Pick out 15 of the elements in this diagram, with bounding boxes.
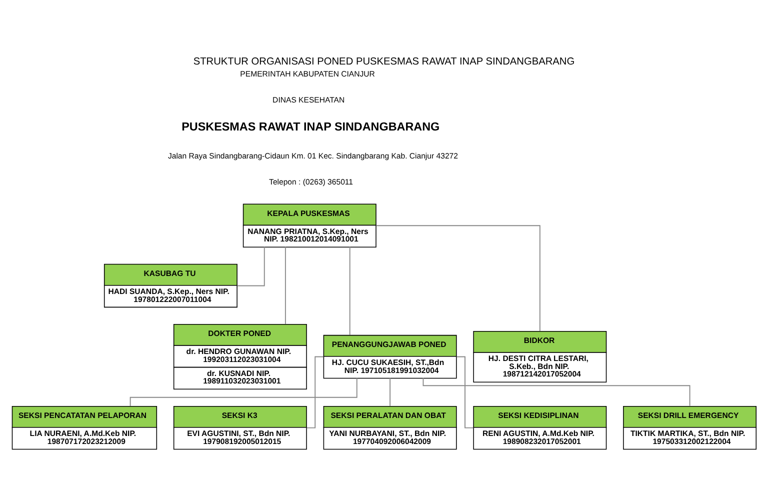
label: Jalan Raya Sindangbarang-Cidaun Km. 01 Kec. Sindangbarang Kab. Cianjur 43272 [168,151,458,160]
connector [349,246,350,335]
label: DINAS KESEHATAN [272,94,345,104]
diagram-title: STRUKTUR ORGANISASI PONED PUSKESMAS RAWAT INAP SINDANGBARANG [193,56,575,67]
connector [284,246,286,324]
connector [130,377,358,406]
connector [306,356,324,428]
connector [422,377,690,406]
connector [236,246,265,286]
connector [390,377,391,406]
connector [376,224,540,331]
label: Telepon : (0263) 365011 [269,176,354,186]
label: PEMERINTAH KABUPATEN CIANJUR [240,69,375,78]
connector [456,356,474,428]
label: PUSKESMAS RAWAT INAP SINDANGBARANG [182,120,440,133]
